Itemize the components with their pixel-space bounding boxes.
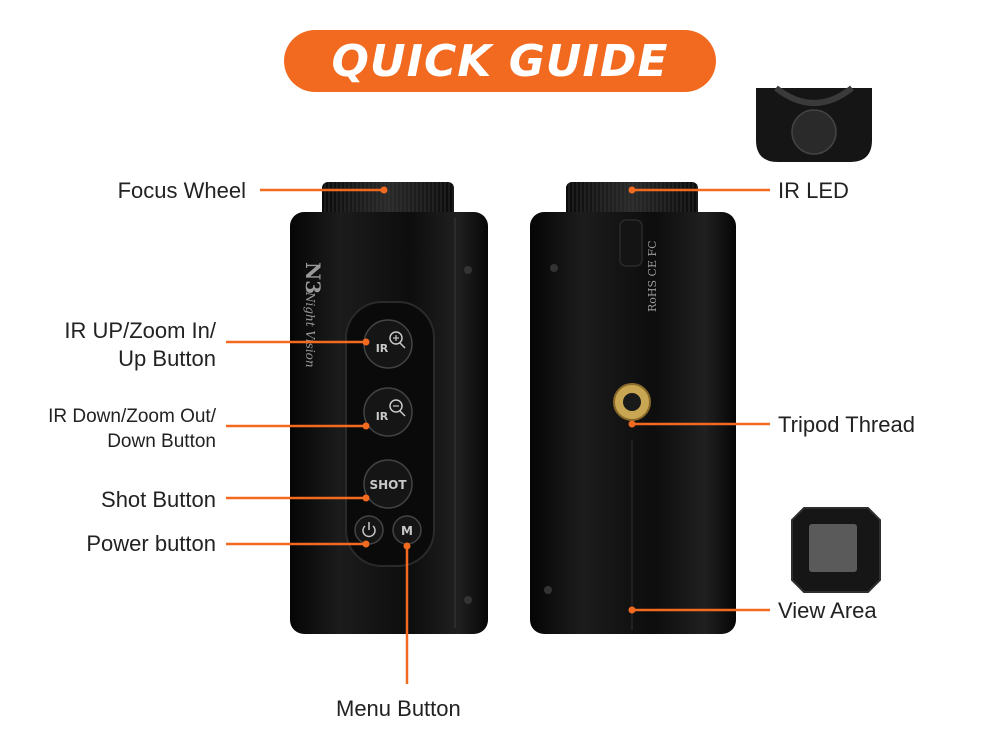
- ir-led-lens: [791, 109, 837, 155]
- label-ir-down-line1: IR Down/Zoom Out/: [48, 406, 216, 427]
- title-banner: QUICK GUIDE: [284, 30, 716, 92]
- model-label: N3: [301, 262, 325, 294]
- menu-button[interactable]: M: [392, 515, 422, 545]
- strap-clip: [619, 219, 643, 267]
- shot-button[interactable]: SHOT: [363, 459, 413, 509]
- power-button[interactable]: [354, 515, 384, 545]
- label-power-button: Power button: [86, 531, 216, 556]
- power-icon: [362, 525, 376, 538]
- label-view-area: View Area: [778, 598, 877, 623]
- label-shot-button: Shot Button: [101, 487, 216, 512]
- ir-led-inset: [756, 85, 872, 162]
- menu-button-label: M: [401, 524, 413, 538]
- label-focus-wheel: Focus Wheel: [117, 178, 246, 203]
- shot-button-label: SHOT: [369, 478, 407, 492]
- label-ir-down-line2: Down Button: [107, 431, 216, 452]
- callout-lines: [226, 188, 770, 684]
- label-tripod-thread: Tripod Thread: [778, 412, 915, 437]
- ir-down-button-label: IR: [376, 410, 389, 423]
- model-sub-label: Night Vision: [303, 291, 317, 368]
- zoom-out-icon: [389, 399, 403, 413]
- view-area-inset: [791, 507, 881, 593]
- camera-front-view: N3 Night Vision IR IR: [290, 182, 488, 634]
- zoom-in-icon: [389, 331, 403, 345]
- label-menu-button: Menu Button: [336, 696, 461, 721]
- label-ir-up-line1: IR UP/Zoom In/: [64, 318, 216, 343]
- ir-up-button-label: IR: [376, 342, 389, 355]
- ir-up-button[interactable]: IR: [363, 319, 413, 369]
- label-ir-led: IR LED: [778, 178, 849, 203]
- callout-dots: [362, 186, 636, 614]
- ir-down-button[interactable]: IR: [363, 387, 413, 437]
- camera-back-view: RoHS CE FC: [530, 182, 736, 634]
- page-title: QUICK GUIDE: [331, 35, 669, 87]
- view-area-screen: [809, 524, 857, 572]
- label-ir-up-line2: Up Button: [118, 346, 216, 371]
- cert-marks: RoHS CE FC: [646, 240, 659, 312]
